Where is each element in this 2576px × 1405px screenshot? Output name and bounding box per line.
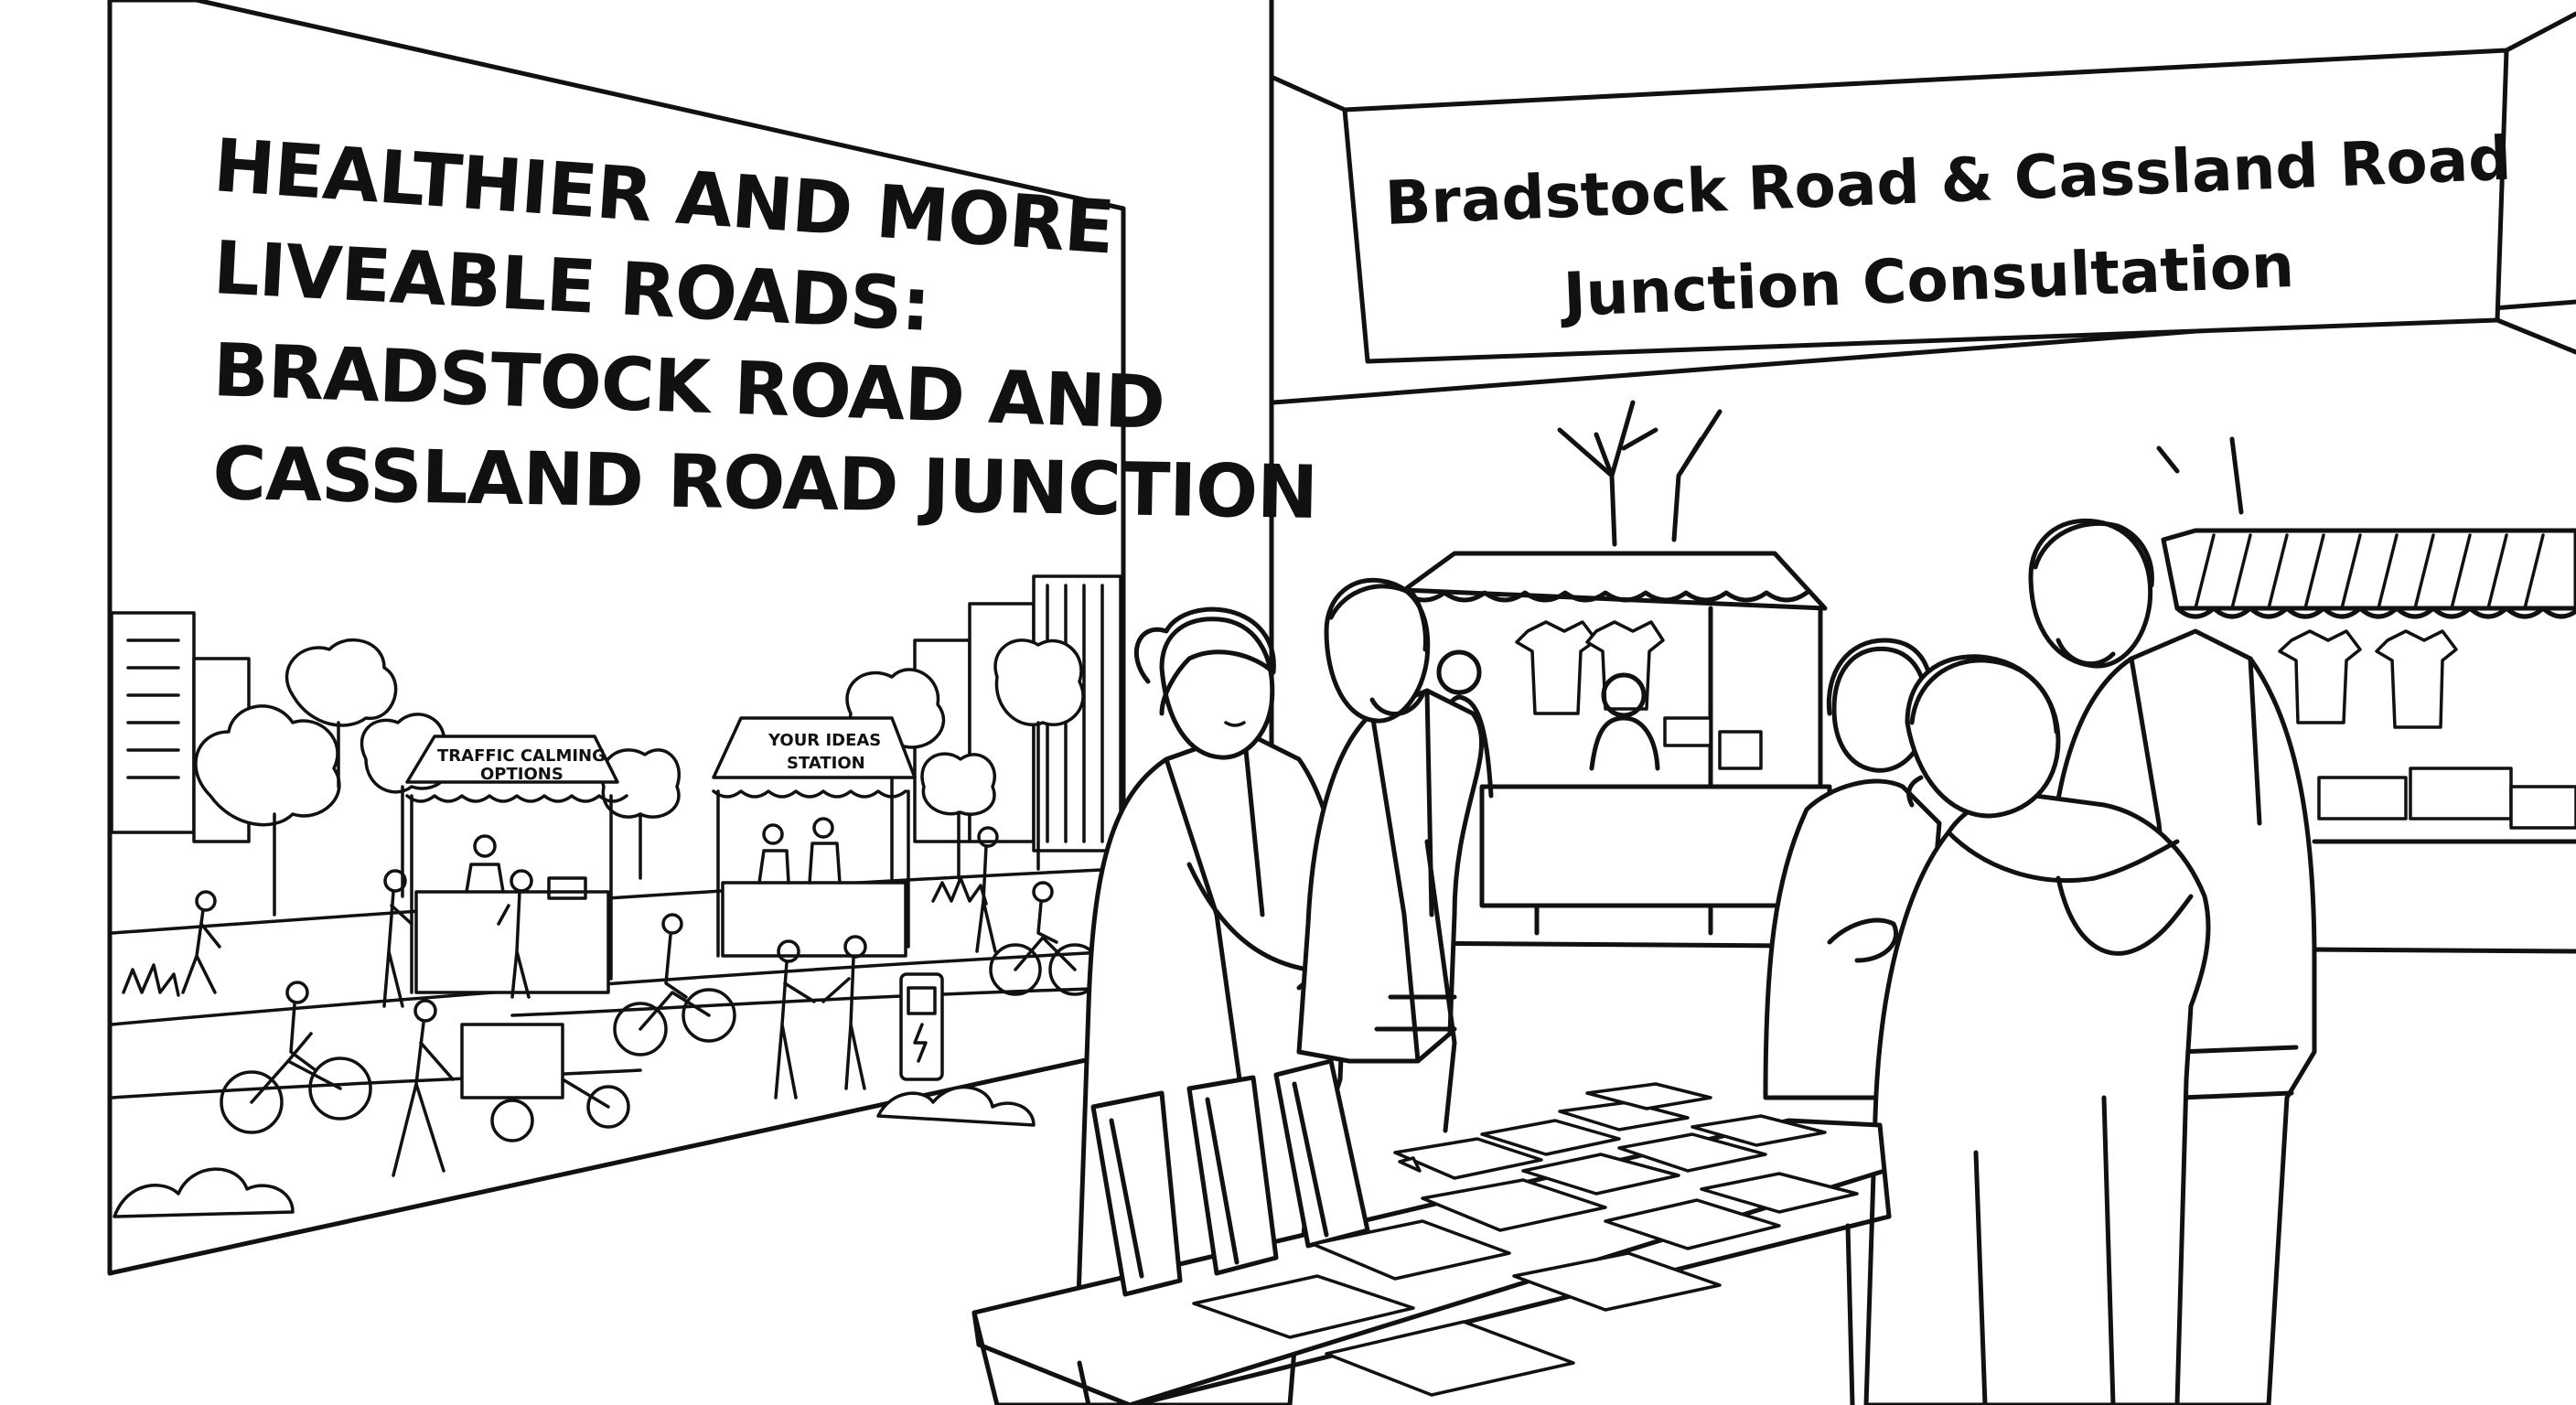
poster-people <box>181 826 1101 1177</box>
man-foreground-back <box>1863 654 2211 1405</box>
consultation-banner: Bradstock Road & Cassland Road Junction … <box>1271 11 2576 364</box>
leaflets-flat <box>1192 1082 1859 1397</box>
leaflet-table <box>971 1058 1892 1405</box>
poster-street-illustration: TRAFFIC CALMING OPTIONS YOUR IDEAS STATI… <box>110 574 1122 1218</box>
poster-stall-traffic-calming: TRAFFIC CALMING OPTIONS <box>405 735 628 994</box>
poster-bushes <box>113 876 1036 1218</box>
poster-trees <box>194 638 1085 917</box>
people <box>1072 518 2317 1405</box>
stall-traffic-calming-sign-line-2: OPTIONS <box>480 765 564 784</box>
wall-poster: HEALTHIER AND MORE LIVEABLE ROADS: BRADS… <box>107 0 1318 1276</box>
stall-your-ideas-sign-line-1: YOUR IDEAS <box>767 731 881 750</box>
background-market <box>1401 400 2576 936</box>
stall-your-ideas-sign-line-2: STATION <box>787 754 865 773</box>
poster-stall-your-ideas: YOUR IDEAS STATION <box>712 716 917 958</box>
stall-traffic-calming-sign-line-1: TRAFFIC CALMING <box>437 746 606 766</box>
man-beard-hoodie <box>1296 577 1485 1133</box>
poster-title-line-4: CASSLAND ROAD JUNCTION <box>212 431 1318 535</box>
leaflet-stands <box>1090 1058 1370 1297</box>
